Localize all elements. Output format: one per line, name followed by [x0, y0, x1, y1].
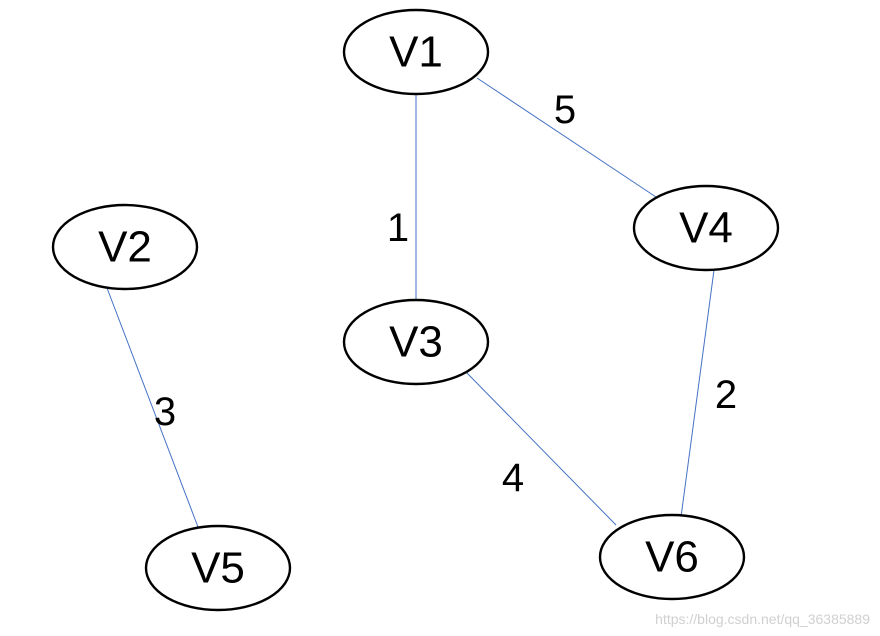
node-v5: V5 — [144, 524, 292, 612]
node-v6: V6 — [598, 513, 746, 601]
edge-weight-v3-v6: 4 — [502, 456, 524, 500]
edge-v1-v4 — [476, 77, 657, 198]
node-ellipse-v4 — [632, 184, 780, 272]
edge-weight-v1-v4: 5 — [554, 88, 576, 132]
watermark-text: https://blog.csdn.net/qq_36385889 — [655, 611, 870, 627]
node-label-v1: V1 — [389, 28, 443, 77]
node-label-v5: V5 — [191, 544, 245, 593]
edges-layer — [106, 77, 715, 528]
node-ellipse-v3 — [342, 298, 490, 386]
node-ellipse-v6 — [598, 513, 746, 601]
node-label-v2: V2 — [98, 223, 152, 272]
edge-weight-v4-v6: 2 — [715, 373, 737, 417]
edge-v3-v6 — [465, 371, 617, 526]
node-v4: V4 — [632, 184, 780, 272]
node-v3: V3 — [342, 298, 490, 386]
edge-weight-v2-v5: 3 — [154, 390, 176, 434]
node-v1: V1 — [342, 8, 490, 96]
node-ellipse-v5 — [144, 524, 292, 612]
node-label-v4: V4 — [679, 204, 733, 253]
edge-weight-v1-v3: 1 — [387, 206, 409, 250]
node-label-v3: V3 — [389, 318, 443, 367]
node-v2: V2 — [51, 203, 199, 291]
node-ellipse-v1 — [342, 8, 490, 96]
node-ellipse-v2 — [51, 203, 199, 291]
edge-v2-v5 — [106, 287, 199, 528]
edge-v4-v6 — [680, 269, 715, 518]
weights-layer: 1 5 3 2 4 — [154, 88, 737, 500]
node-label-v6: V6 — [645, 533, 699, 582]
